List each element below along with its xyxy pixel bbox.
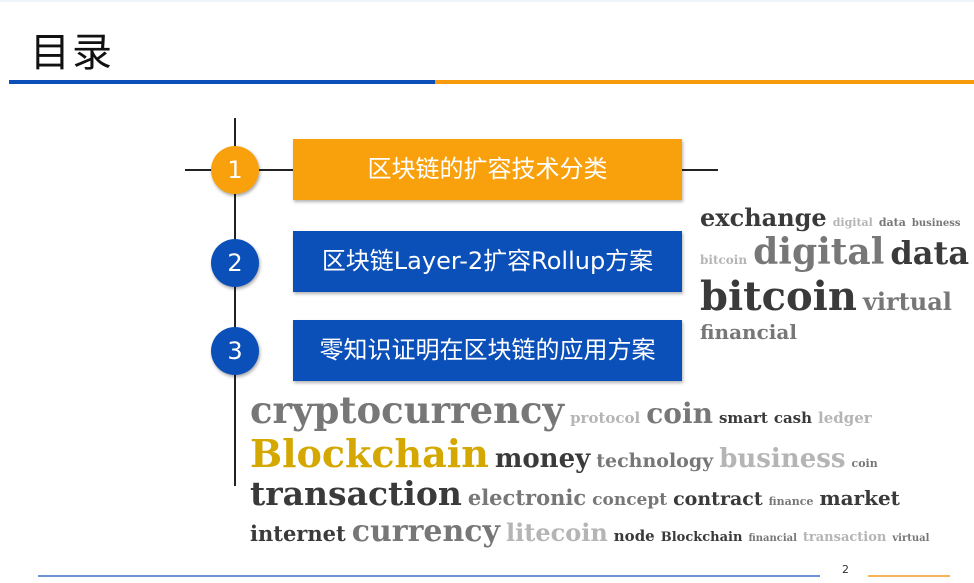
toc-item-1[interactable]: 区块链的扩容技术分类 xyxy=(293,139,682,200)
page-title: 目录 xyxy=(30,30,114,76)
cloud-word: business xyxy=(911,218,961,229)
top-band xyxy=(0,0,974,2)
toc-item-3[interactable]: 零知识证明在区块链的应用方案 xyxy=(293,320,682,381)
page-number: 2 xyxy=(842,563,849,576)
cloud-word: technology xyxy=(596,449,714,472)
cloud-word: transaction xyxy=(802,529,887,545)
toc-item-2[interactable]: 区块链Layer-2扩容Rollup方案 xyxy=(293,231,682,292)
blockchain-word-cloud-lower: cryptocurrency protocol coin smart cash … xyxy=(250,390,968,548)
cloud-word: Blockchain xyxy=(660,529,743,545)
cloud-word: coin xyxy=(851,456,878,470)
title-rule-blue xyxy=(9,80,435,84)
cloud-word: bitcoin xyxy=(700,253,748,268)
cloud-word: digital xyxy=(832,216,873,229)
toc-number-1: 1 xyxy=(211,146,259,194)
cloud-word: digital xyxy=(753,231,885,274)
cloud-word: exchange xyxy=(700,203,827,232)
cloud-word: finance xyxy=(768,495,814,509)
cloud-word: bitcoin xyxy=(700,272,857,320)
cloud-word: ledger xyxy=(818,409,872,427)
cloud-word: financial xyxy=(748,532,797,544)
cloud-word: financial xyxy=(700,319,797,344)
toc-number-3: 3 xyxy=(211,327,259,375)
cloud-word: virtual xyxy=(862,286,952,316)
cloud-word: data xyxy=(890,234,970,273)
cloud-word: currency xyxy=(351,513,500,549)
cloud-word: internet xyxy=(250,520,346,546)
title-rule-orange xyxy=(435,80,974,84)
blockchain-word-cloud-upper: exchange digital data business bitcoin d… xyxy=(700,203,970,344)
timeline-vertical-line xyxy=(234,118,236,486)
cloud-word: cryptocurrency xyxy=(250,388,565,432)
cloud-word: contract xyxy=(673,488,763,511)
cloud-word: concept xyxy=(592,490,668,511)
cloud-word: smart xyxy=(718,409,768,427)
cloud-word: cash xyxy=(773,409,813,427)
cloud-word: virtual xyxy=(892,532,930,544)
cloud-word: litecoin xyxy=(506,517,608,547)
cloud-word: protocol xyxy=(570,409,641,427)
cloud-word: node xyxy=(613,526,655,545)
cloud-word: transaction xyxy=(250,474,462,514)
cloud-word: coin xyxy=(646,397,713,430)
footer-rule-orange xyxy=(868,575,950,577)
cloud-word-highlight: Blockchain xyxy=(250,430,489,476)
cloud-word: market xyxy=(819,486,900,511)
cloud-word: money xyxy=(494,443,591,474)
toc-number-2: 2 xyxy=(211,239,259,287)
cloud-word: business xyxy=(719,443,846,474)
footer-rule-blue xyxy=(38,575,820,577)
cloud-word: data xyxy=(878,216,906,229)
cloud-word: electronic xyxy=(467,485,587,511)
